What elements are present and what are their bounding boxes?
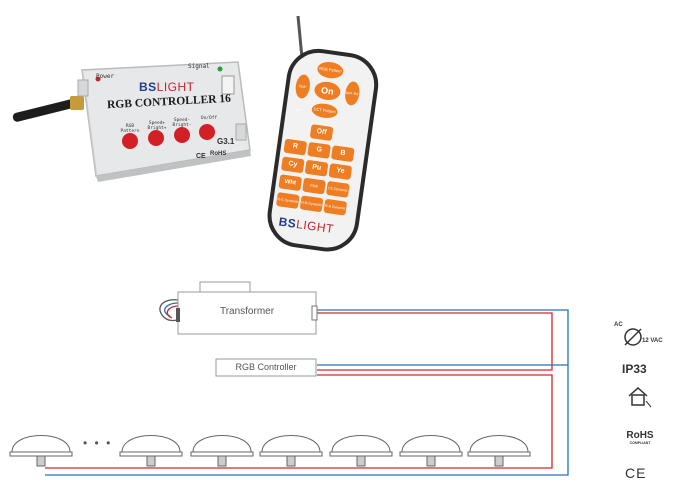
- transformer-label: Transformer: [219, 306, 275, 317]
- remote-key-rg-dynamic[interactable]: R-G Dynamic: [275, 192, 300, 209]
- remote-key-rb-dynamic[interactable]: R-B Dynamic: [323, 198, 348, 216]
- pool-lamp: [467, 435, 531, 467]
- pool-lamp: [259, 435, 323, 467]
- antenna-icon: [12, 96, 84, 122]
- remote-key-ye[interactable]: Ye: [328, 163, 353, 181]
- no-dimmer-icon: [624, 328, 642, 346]
- brand-suffix: LIGHT: [156, 80, 195, 94]
- pool-lamp: [190, 435, 254, 467]
- remote-key-cct[interactable]: CCT Pattern: [310, 102, 339, 120]
- controller-ce-mark: CE: [196, 153, 206, 160]
- controller-diagram-label: RGB Controller: [235, 362, 297, 372]
- rohs-label: RoHS: [626, 430, 654, 441]
- voltage-label: 12 VAC: [642, 338, 663, 344]
- button-label-speed-up: Speed+ Bright+: [147, 121, 167, 131]
- remote-key-rgb-dynamic[interactable]: RGB Dynamic: [302, 177, 326, 203]
- wire-red-loop: [45, 374, 553, 469]
- remote-key-pattern[interactable]: RGB Pattern: [316, 60, 345, 80]
- remote-key-speed-up[interactable]: Spd+ Brt+: [294, 73, 312, 113]
- controller-photo: Power Signal BSLIGHT RGB CONTROLLER 16 R…: [10, 40, 260, 190]
- remote-key-speed-down[interactable]: Spd- Brt-: [343, 80, 361, 107]
- remote-key-wht[interactable]: Wht: [278, 174, 303, 192]
- signal-label: Signal: [188, 63, 210, 70]
- remote-key-r[interactable]: R: [283, 138, 308, 156]
- remote-brand-prefix: BS: [277, 214, 298, 231]
- button-label-onoff: On/Off: [200, 116, 218, 121]
- remote-key-on[interactable]: On: [313, 80, 342, 102]
- cert-column: AC 12 VAC IP33 RoHS COMPLIANT CE: [608, 322, 674, 492]
- indoor-use-icon: [628, 386, 652, 408]
- power-label: Power: [96, 73, 115, 80]
- button-label-speed-down: Speed- Bright-: [172, 118, 192, 128]
- pool-lamp: [9, 435, 73, 467]
- ip-rating: IP33: [622, 362, 647, 376]
- rohs-badge: RoHS COMPLIANT: [622, 430, 658, 445]
- controller-rohs-mark: RoHS: [210, 151, 227, 157]
- controller-illustration: [12, 61, 251, 182]
- ac-label: AC: [614, 322, 623, 328]
- remote-key-off[interactable]: Off: [309, 124, 334, 142]
- pool-lamp: [399, 435, 463, 467]
- rohs-sub-label: COMPLIANT: [629, 441, 651, 445]
- remote-key-gb-dynamic[interactable]: G-B Dynamic: [299, 195, 324, 213]
- pool-lamp: [329, 435, 393, 467]
- ce-mark: CE: [625, 465, 647, 481]
- wire-red-transformer: [316, 312, 553, 371]
- remote-photo: RGB Pattern On Spd+ Brt+ Spd- Brt- CCT P…: [262, 12, 382, 252]
- remote-key-cy[interactable]: Cy: [280, 156, 305, 174]
- remote-key-b[interactable]: B: [330, 145, 355, 163]
- controller-box: [215, 358, 317, 377]
- remote-key-cc-dynamic[interactable]: CC Dynamic: [325, 180, 350, 198]
- pool-lamps: [9, 435, 531, 467]
- wire-blue-transformer: [316, 309, 569, 476]
- remote-key-pu[interactable]: Pu: [304, 159, 329, 177]
- lamp-ellipsis: • • •: [83, 436, 113, 450]
- button-label-pattern: RGB Pattern: [120, 124, 140, 134]
- transformer-input-lead: [159, 299, 179, 322]
- remote-key-g[interactable]: G: [307, 141, 331, 159]
- remote-antenna-icon: [296, 15, 304, 59]
- pool-lamp: [119, 435, 183, 467]
- brand-prefix: BS: [139, 80, 157, 94]
- controller-brand: BSLIGHT: [139, 80, 195, 94]
- voltage-badge: AC 12 VAC: [614, 322, 674, 352]
- transformer-box: [177, 291, 317, 335]
- wiring-diagram: [9, 281, 569, 476]
- controller-version: G3.1: [217, 137, 235, 146]
